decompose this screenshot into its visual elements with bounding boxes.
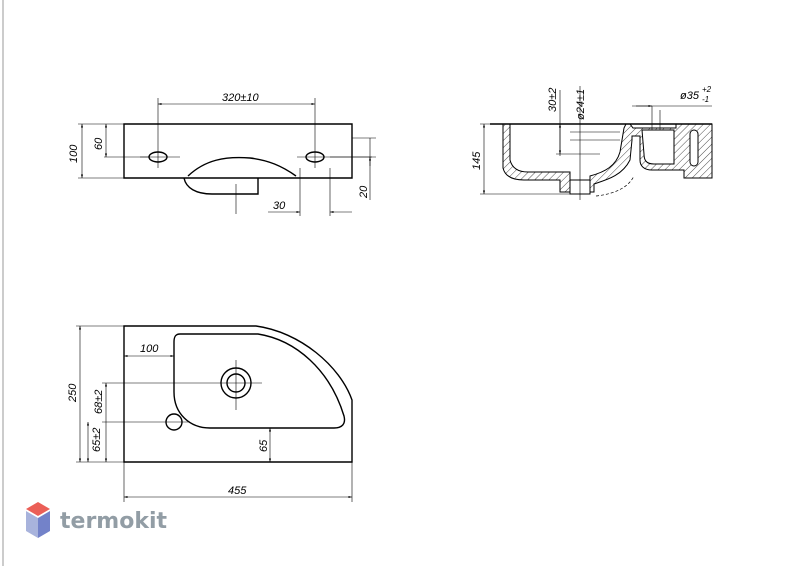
dim-overflow-tol-upper: +2	[702, 85, 712, 94]
brand-watermark: termokit	[26, 502, 167, 538]
front-outline	[123, 123, 353, 179]
overflow-slot	[689, 129, 699, 167]
dim-hole-height: 60	[93, 137, 105, 150]
dim-right: 20	[358, 185, 370, 199]
top-view: 250 100 68±2 65±2 65 455	[67, 325, 353, 502]
overflow-chamber	[641, 129, 675, 165]
dim-tap-y: 65±2	[91, 428, 103, 452]
dim-side-height: 145	[471, 151, 483, 170]
side-section-view: 145 30±2 ø24±1 ø35 +2 -1	[471, 85, 713, 200]
dim-drain-y: 68±2	[93, 390, 105, 414]
dim-top-width: 455	[228, 485, 247, 497]
dim-front-height: 100	[68, 144, 80, 163]
top-bowl	[173, 333, 346, 429]
dim-drain-diameter: ø24±1	[575, 89, 587, 120]
dim-left-offset: 100	[140, 343, 159, 355]
dim-hole-spacing: 320±10	[222, 92, 260, 104]
dim-bowl-offset: 65	[258, 439, 270, 452]
front-view: 320±10 100 60 30 20	[68, 92, 376, 216]
drain-body	[183, 177, 259, 195]
brand-name: termokit	[60, 509, 167, 534]
brand-logo-icon	[26, 502, 50, 538]
bowl-curve	[187, 156, 297, 177]
basin-cavity	[509, 123, 627, 181]
top-outline	[123, 325, 353, 463]
dim-top-depth: 250	[67, 383, 79, 403]
dim-overflow-diameter: ø35	[680, 90, 700, 102]
dim-offset: 30	[273, 200, 286, 212]
dim-drain-depth: 30±2	[547, 88, 559, 112]
dim-overflow-tol-lower: -1	[702, 95, 709, 104]
